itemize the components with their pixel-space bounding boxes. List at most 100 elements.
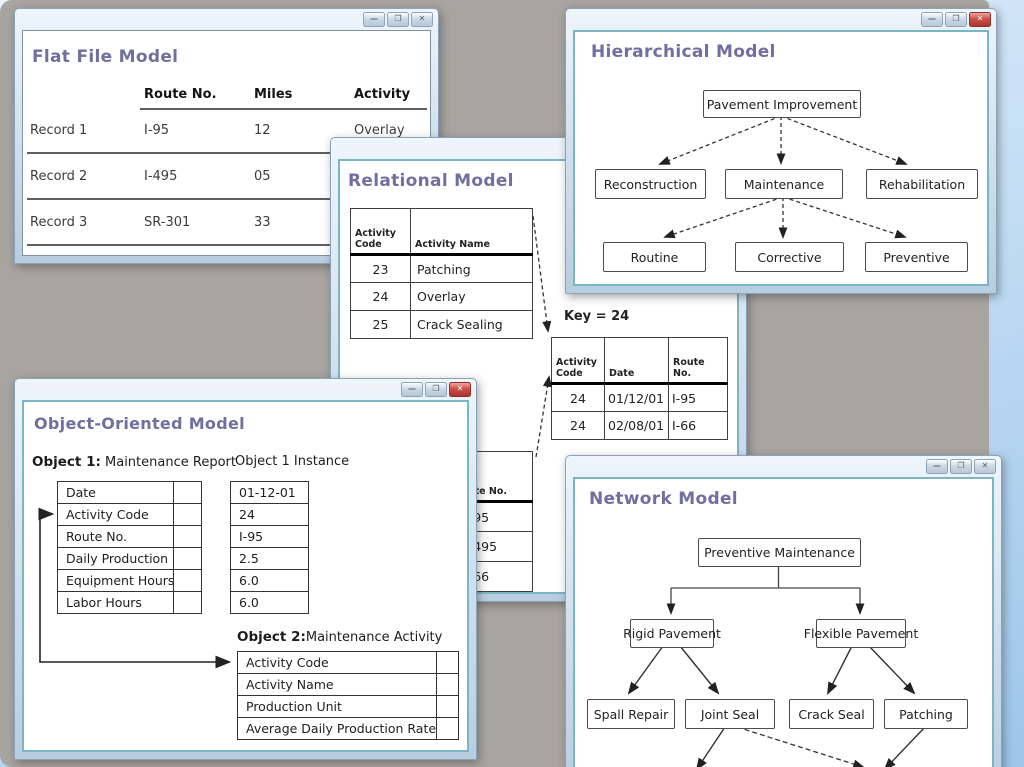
object-oriented-titlebar[interactable]: — ❐ ✕ xyxy=(15,379,476,400)
tree-node: Reconstruction xyxy=(595,169,706,199)
flat-file-title: Flat File Model xyxy=(32,47,179,67)
table-cell: 23 xyxy=(350,254,411,283)
column-header-miles: Miles xyxy=(254,87,293,102)
field-label: Activity Name xyxy=(237,673,437,696)
tree-node: Rehabilitation xyxy=(866,169,978,199)
field-label: Average Daily Production Rate xyxy=(237,717,437,740)
hierarchical-titlebar[interactable]: — ❐ ✕ xyxy=(566,9,996,30)
field-label: Date xyxy=(57,481,174,504)
close-icon[interactable]: ✕ xyxy=(974,459,996,474)
record-route: I-495 xyxy=(144,169,178,184)
object2-name: Maintenance Activity xyxy=(305,630,443,645)
instance-value: 6.0 xyxy=(230,591,309,614)
object-oriented-window: — ❐ ✕ Object-Oriented Model Object 1: Ma… xyxy=(14,378,477,760)
object2-table: Activity Code Activity Name Production U… xyxy=(237,651,459,740)
field-label: Route No. xyxy=(57,525,174,548)
flat-file-titlebar[interactable]: — ❐ ✕ xyxy=(15,9,438,30)
table-header: Activity Code xyxy=(350,208,411,256)
field-value xyxy=(173,547,202,570)
object-oriented-title: Object-Oriented Model xyxy=(34,414,245,433)
instance-value: I-95 xyxy=(230,525,309,548)
field-value xyxy=(436,717,459,740)
restore-icon[interactable]: ❐ xyxy=(425,382,447,397)
object2-label: Object 2: xyxy=(237,629,306,645)
field-label: Equipment Hours xyxy=(57,569,174,592)
instance-value: 2.5 xyxy=(230,547,309,570)
field-value xyxy=(173,525,202,548)
table-header: Activity Name xyxy=(410,208,533,256)
network-client: Network Model Preventive Maintenance xyxy=(573,477,994,767)
network-node-root: Preventive Maintenance xyxy=(698,538,861,567)
field-value xyxy=(436,673,459,696)
record-activity: Overlay xyxy=(354,123,405,138)
object1-heading: Object 1: Maintenance Report xyxy=(32,454,236,470)
record-route: SR-301 xyxy=(144,215,191,230)
hierarchical-client: Hierarchical Model Pavement Improvement … xyxy=(573,30,989,286)
record-label: Record 3 xyxy=(30,215,88,230)
instance-value: 01-12-01 xyxy=(230,481,309,504)
minimize-icon[interactable]: — xyxy=(401,382,423,397)
close-icon[interactable]: ✕ xyxy=(411,12,433,27)
network-node: Flexible Pavement xyxy=(804,619,918,648)
field-value xyxy=(173,481,202,504)
object-oriented-client: Object-Oriented Model Object 1: Maintena… xyxy=(22,400,469,752)
object1-table: Date Activity Code Route No. Daily Produ… xyxy=(57,481,202,614)
minimize-icon[interactable]: — xyxy=(363,12,385,27)
network-titlebar[interactable]: — ❐ ✕ xyxy=(566,456,1001,477)
table-cell: I-95 xyxy=(668,383,728,412)
row-separator xyxy=(27,152,428,154)
minimize-icon[interactable]: — xyxy=(926,459,948,474)
table-cell: 24 xyxy=(350,282,411,311)
field-label: Labor Hours xyxy=(57,591,174,614)
network-node: Joint Seal xyxy=(685,699,775,729)
instance-value: 6.0 xyxy=(230,569,309,592)
table-cell: 24 xyxy=(551,383,605,412)
object1-name: Maintenance Report xyxy=(105,455,236,470)
table-cell: 02/08/01 xyxy=(604,411,669,440)
record-miles: 33 xyxy=(254,215,271,230)
minimize-icon[interactable]: — xyxy=(921,12,943,27)
table-cell: I-66 xyxy=(668,411,728,440)
record-label: Record 1 xyxy=(30,123,88,138)
field-value xyxy=(173,503,202,526)
object1-instance-heading: Object 1 Instance xyxy=(235,454,350,469)
record-route: I-95 xyxy=(144,123,170,138)
field-label: Daily Production xyxy=(57,547,174,570)
network-node: Crack Seal xyxy=(789,699,874,729)
relational-title: Relational Model xyxy=(348,171,514,191)
network-node: Spall Repair xyxy=(587,699,675,729)
restore-icon[interactable]: ❐ xyxy=(945,12,967,27)
tree-node: Corrective xyxy=(735,242,844,272)
relational-window: — ❐ ✕ Relational Model Activity Code Act… xyxy=(330,137,747,602)
object1-label: Object 1: xyxy=(32,454,101,470)
row-separator xyxy=(27,198,428,200)
network-node: Rigid Pavement xyxy=(623,619,721,648)
object2-heading: Object 2:Maintenance Activity xyxy=(237,629,442,645)
table-header: Date xyxy=(604,337,669,385)
table-cell: Overlay xyxy=(410,282,533,311)
table-cell: 25 xyxy=(350,310,411,339)
table-header: Route No. xyxy=(668,337,728,385)
table-cell: Patching xyxy=(410,254,533,283)
field-value xyxy=(173,569,202,592)
record-miles: 05 xyxy=(254,169,271,184)
row-separator xyxy=(27,244,428,246)
table-cell: 01/12/01 xyxy=(604,383,669,412)
field-value xyxy=(436,651,459,674)
column-header-activity: Activity xyxy=(354,87,411,102)
network-window: — ❐ ✕ Network Model xyxy=(565,455,1002,767)
hierarchical-window: — ❐ ✕ Hierarchical Model Pavement xyxy=(565,8,997,294)
field-label: Activity Code xyxy=(57,503,174,526)
record-miles: 12 xyxy=(254,123,271,138)
field-value xyxy=(436,695,459,718)
object1-instance-table: 01-12-01 24 I-95 2.5 6.0 6.0 xyxy=(230,481,309,614)
tree-node: Routine xyxy=(603,242,706,272)
header-underline xyxy=(140,108,427,110)
key-result-table: Activity Code Date Route No. 24 01/12/01… xyxy=(551,337,728,440)
restore-icon[interactable]: ❐ xyxy=(387,12,409,27)
activity-table: Activity Code Activity Name 23 Patching … xyxy=(350,208,533,339)
close-icon[interactable]: ✕ xyxy=(969,12,991,27)
close-icon[interactable]: ✕ xyxy=(449,382,471,397)
restore-icon[interactable]: ❐ xyxy=(950,459,972,474)
